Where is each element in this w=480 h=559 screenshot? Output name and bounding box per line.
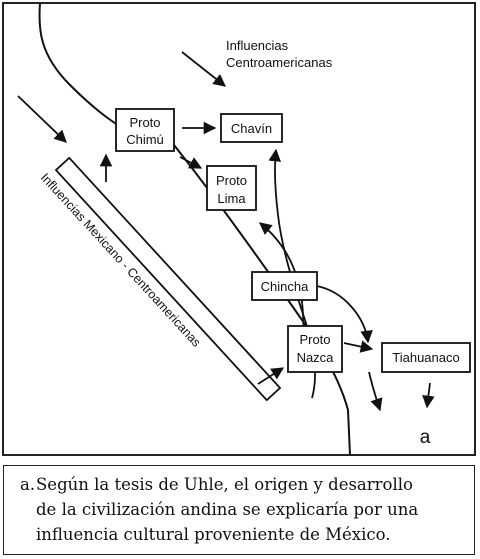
caption-line-2: de la civilización andina se explicaría … <box>20 497 468 522</box>
node-proto-nazca <box>287 325 343 373</box>
node-tiahuanaco <box>381 342 471 373</box>
arrow-nazca-to-tiahuanaco <box>343 340 374 353</box>
sierra-line <box>169 139 351 456</box>
caption-line-1-text: Según la tesis de Uhle, el origen y desa… <box>36 475 413 494</box>
arrow-top-influence <box>181 51 226 87</box>
node-chincha <box>251 271 318 301</box>
panel-letter: a <box>420 427 431 448</box>
influence-band <box>54 156 282 402</box>
caption-text: a.Según la tesis de Uhle, el origen y de… <box>20 472 468 547</box>
caption-line-3: influencia cultural proveniente de Méxic… <box>20 522 468 547</box>
coastline-line <box>38 2 126 131</box>
diagram: Influencias Centroamericanas Influencias… <box>2 2 476 456</box>
caption-line-3-text: influencia cultural proveniente de Méxic… <box>36 525 391 544</box>
arrow-down-tiahuanaco <box>422 382 435 409</box>
label-proto-lima-1: Proto <box>216 173 247 188</box>
label-proto-nazca-1: Proto <box>299 332 330 347</box>
label-chavin: Chavín <box>231 121 272 136</box>
diagram-frame <box>2 2 476 456</box>
arrow-down-left <box>368 371 383 412</box>
node-proto-lima <box>206 165 257 211</box>
label-proto-chimu-1: Proto <box>129 115 160 130</box>
label-proto-chimu-2: Chimú <box>126 132 164 147</box>
caption-line-2-text: de la civilización andina se explicaría … <box>36 500 419 519</box>
label-influence-top-1: Influencias <box>226 38 289 53</box>
arrow-chincha-to-tiahuanaco <box>316 285 373 344</box>
label-proto-nazca-2: Nazca <box>297 350 335 365</box>
caption-box: a.Según la tesis de Uhle, el origen y de… <box>3 465 475 555</box>
arrow-left-influence <box>17 95 67 143</box>
node-proto-chimu <box>115 108 175 152</box>
caption-letter: a. <box>20 475 36 494</box>
node-chavin <box>220 113 283 143</box>
label-influence-top-2: Centroamericanas <box>226 55 333 70</box>
label-proto-lima-2: Lima <box>217 191 246 206</box>
arrow-chimu-to-lima <box>179 156 203 169</box>
caption-line-1: a.Según la tesis de Uhle, el origen y de… <box>20 472 468 497</box>
label-influence-diagonal: Influencias Mexicano - Centroamericanas <box>38 171 204 350</box>
label-chincha: Chincha <box>261 279 309 294</box>
label-tiahuanaco: Tiahuanaco <box>392 350 459 365</box>
arrow-band-to-nazca <box>257 367 285 385</box>
